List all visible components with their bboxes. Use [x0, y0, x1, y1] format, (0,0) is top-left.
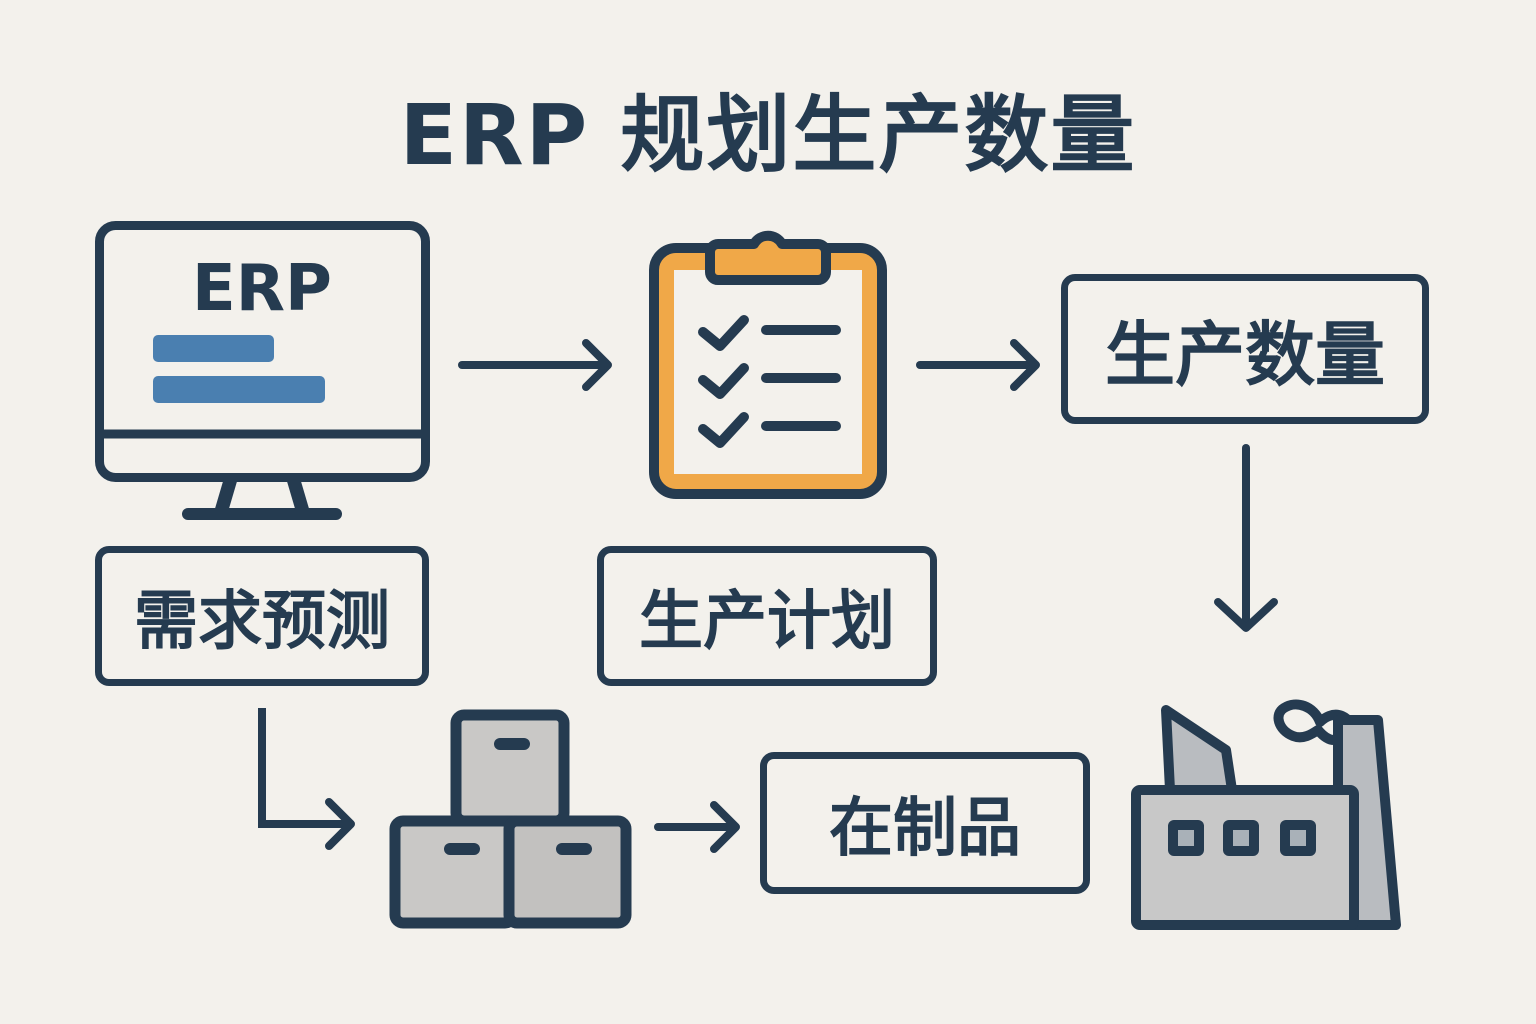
page-title: ERP 规划生产数量 — [399, 86, 1137, 184]
check-icon — [698, 363, 749, 399]
check-icon — [698, 412, 749, 448]
checklist-clipboard-icon — [649, 230, 887, 499]
production-quantity-box: 生产数量 — [1061, 274, 1429, 424]
production-quantity-label: 生产数量 — [1105, 313, 1385, 396]
work-in-progress-label: 在制品 — [829, 792, 1021, 866]
arrow-right-icon — [916, 339, 1040, 391]
arrow-down-icon — [1214, 444, 1278, 632]
arrow-right-icon — [458, 339, 612, 391]
demand-forecast-label: 需求预测 — [134, 585, 390, 659]
stacked-boxes-icon — [389, 709, 632, 929]
erp-label: ERP — [192, 252, 332, 326]
demand-forecast-box: 需求预测 — [95, 546, 429, 686]
factory-icon — [1131, 699, 1401, 930]
erp-bar-1 — [153, 335, 274, 362]
arrow-right-icon — [654, 801, 740, 853]
erp-bar-2 — [153, 376, 325, 403]
computer-monitor-icon: ERP — [95, 221, 430, 520]
elbow-arrow-icon — [258, 708, 355, 850]
work-in-progress-box: 在制品 — [760, 752, 1090, 894]
check-icon — [698, 315, 749, 351]
production-plan-box: 生产计划 — [597, 546, 937, 686]
production-plan-label: 生产计划 — [639, 585, 895, 659]
